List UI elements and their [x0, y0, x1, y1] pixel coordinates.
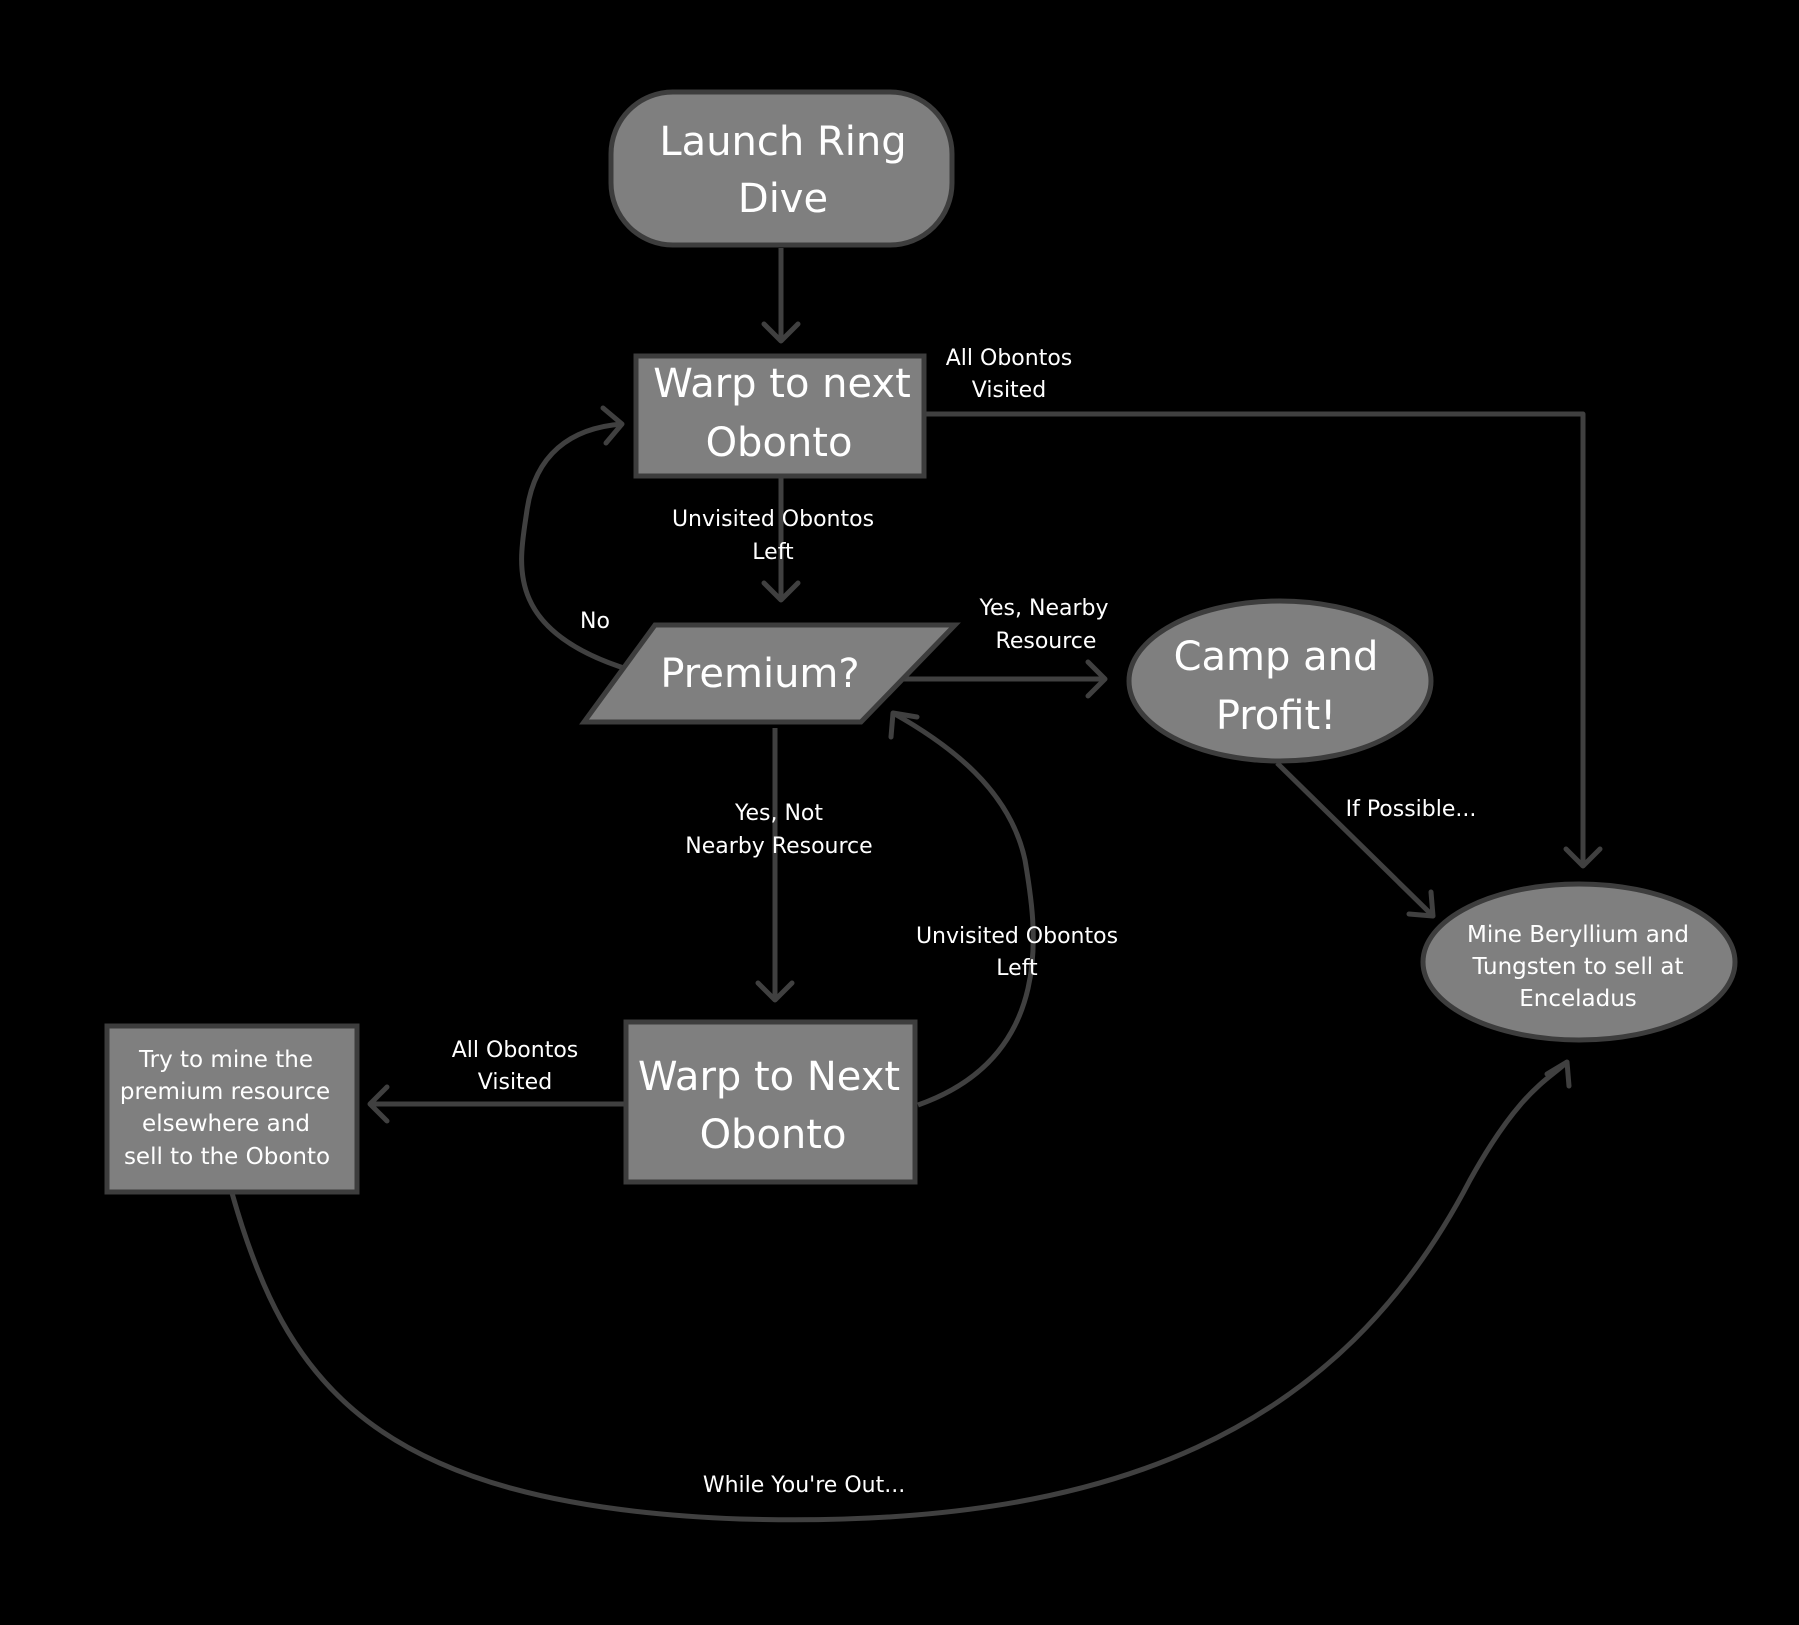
edge-while-out	[229, 1059, 1572, 1523]
label-unvisited-top-line1: Unvisited Obontos	[672, 507, 874, 532]
node-try-line4: sell to the Obonto	[124, 1144, 330, 1170]
edge-no	[519, 405, 631, 673]
node-mine-beryllium: Mine Beryllium and Tungsten to sell at E…	[1420, 881, 1738, 1043]
node-launch-line1: Launch Ring	[659, 119, 906, 165]
edge-all-visited-bottom	[367, 1084, 624, 1124]
edge-if-possible	[1275, 761, 1436, 919]
label-all-visited-bottom-line2: Visited	[478, 1070, 552, 1095]
node-camp-line1: Camp and	[1174, 634, 1379, 680]
edge-launch-to-warp	[761, 248, 801, 344]
edge-unvisited-bottom	[888, 710, 1036, 1108]
node-camp-line2: Profit!	[1216, 693, 1336, 739]
node-premium-decision: Premium?	[579, 622, 961, 725]
label-all-visited-top-line2: Visited	[972, 378, 1046, 403]
label-no: No	[580, 609, 610, 634]
node-try-line2: premium resource	[120, 1079, 330, 1105]
label-yes-not-nearby-line2: Nearby Resource	[685, 834, 872, 859]
edge-yes-not-nearby	[755, 728, 795, 1003]
node-launch-ring-dive: Launch Ring Dive	[608, 89, 955, 248]
label-unvisited-bottom-line1: Unvisited Obontos	[916, 924, 1118, 949]
node-mine-line2: Tungsten to sell at	[1471, 954, 1683, 980]
label-yes-nearby-line2: Resource	[996, 629, 1097, 654]
node-camp-and-profit: Camp and Profit!	[1126, 598, 1434, 764]
node-premium-text: Premium?	[660, 651, 859, 697]
label-yes-nearby-line1: Yes, Nearby	[978, 596, 1108, 621]
label-all-visited-top-line1: All Obontos	[946, 346, 1073, 371]
node-warp-to-next-obonto: Warp to next Obonto	[633, 353, 927, 479]
label-if-possible: If Possible...	[1346, 797, 1477, 822]
label-yes-not-nearby-line1: Yes, Not	[734, 801, 823, 826]
node-try-to-mine: Try to mine the premium resource elsewhe…	[104, 1023, 360, 1195]
node-warp-to-next-obonto-bottom: Warp to Next Obonto	[623, 1019, 918, 1185]
node-warp-top-line2: Obonto	[706, 420, 853, 466]
edge-unvisited-top	[761, 478, 801, 603]
node-try-line3: elsewhere and	[142, 1111, 310, 1137]
edge-yes-nearby	[904, 659, 1108, 699]
node-warp-top-line1: Warp to next	[653, 361, 911, 407]
edge-all-visited-top	[924, 411, 1603, 869]
label-while-out: While You're Out...	[703, 1473, 905, 1498]
node-mine-line3: Enceladus	[1519, 986, 1637, 1012]
node-warp-bottom-line1: Warp to Next	[638, 1054, 900, 1100]
node-warp-bottom-line2: Obonto	[700, 1112, 847, 1158]
label-unvisited-bottom-line2: Left	[996, 956, 1038, 981]
node-try-line1: Try to mine the	[138, 1047, 313, 1073]
label-unvisited-top-line2: Left	[752, 540, 794, 565]
node-mine-line1: Mine Beryllium and	[1467, 922, 1689, 948]
node-launch-line2: Dive	[738, 176, 828, 222]
label-all-visited-bottom-line1: All Obontos	[452, 1038, 579, 1063]
